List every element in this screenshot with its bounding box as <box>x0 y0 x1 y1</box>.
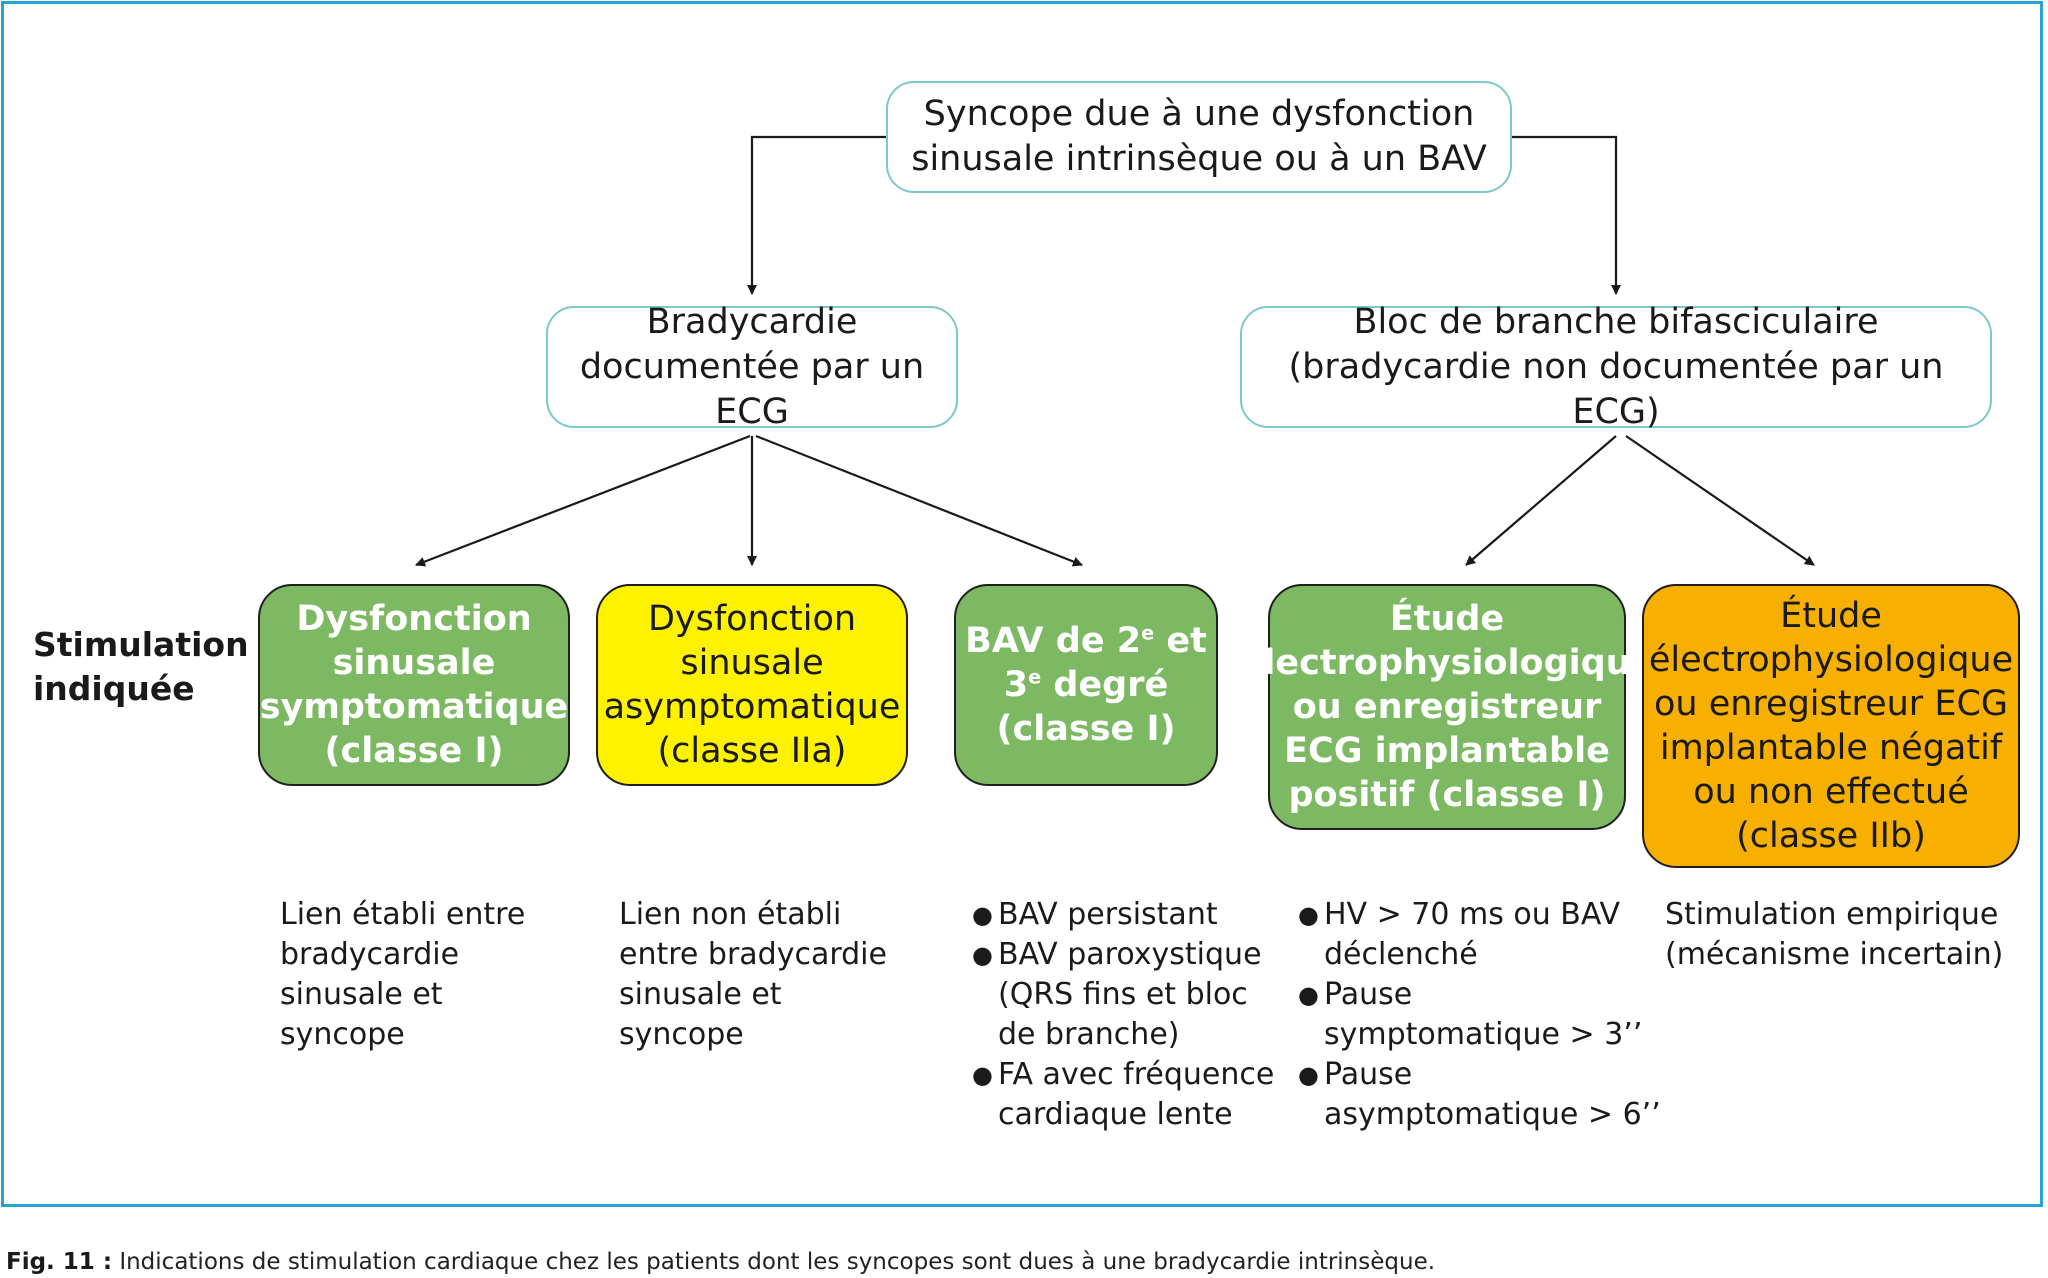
arrow-right-to-leaf4 <box>1465 435 1617 566</box>
leaf5-line-1: Étude <box>1780 596 1882 636</box>
leaf-av-block-2nd-3rd-degree: BAV de 2e et 3e degré (classe I) <box>954 584 1218 786</box>
leaf1-line-2: sinusale <box>332 643 496 683</box>
leaf-ep-study-negative: Étude électrophysiologique ou enregistre… <box>1642 584 2020 868</box>
leaf4-line-3: ou enregistreur <box>1292 687 1602 727</box>
root-line-2: sinusale intrinsèque ou à un BAV <box>911 139 1487 179</box>
note-established-link: Lien établi entre bradycardie sinusale e… <box>280 895 525 1055</box>
figure-frame <box>1 1 2043 1207</box>
row-label: Stimulation indiquée <box>33 623 249 711</box>
bullet-item: BAV paroxystique (QRS fins et bloc de br… <box>972 935 1274 1055</box>
leaf3-line-3: (classe I) <box>996 709 1176 749</box>
leaf3-line-1: BAV de 2e et <box>965 621 1207 661</box>
leaf5-line-4: implantable négatif <box>1659 728 2003 768</box>
root-node: Syncope due à une dysfonction sinusale i… <box>886 81 1512 193</box>
note2-line-1: Lien non établi <box>619 897 842 932</box>
leaf2-line-1: Dysfonction <box>647 599 857 639</box>
leaf4-line-2: électrophysiologique <box>1239 643 1655 683</box>
leaf2-line-4: (classe IIa) <box>657 731 847 771</box>
arrow-root-to-left <box>747 135 886 295</box>
bradycardia-node: Bradycardie documentée par un ECG <box>546 302 958 432</box>
leaf1-line-4: (classe I) <box>324 731 504 771</box>
caption-text: Indications de stimulation cardiaque che… <box>112 1249 1436 1275</box>
caption-label: Fig. 11 : <box>6 1249 113 1275</box>
note2-line-2: entre bradycardie <box>619 937 887 972</box>
note1-line-2: bradycardie <box>280 937 460 972</box>
bundle-branch-line-1: Bloc de branche bifasciculaire <box>1353 301 1879 342</box>
figure-caption: Fig. 11 : Indications de stimulation car… <box>6 1248 1435 1276</box>
leaf4-line-5: positif (classe I) <box>1288 775 1606 815</box>
note2-line-3: sinusale et <box>619 977 782 1012</box>
leaf-symptomatic-sinus-dysfunction: Dysfonction sinusale symptomatique (clas… <box>258 584 570 786</box>
leaf5-line-3: ou enregistreur ECG <box>1653 684 2009 724</box>
leaf5-line-2: électrophysiologique <box>1648 640 2014 680</box>
arrow-right-to-leaf5 <box>1625 435 1815 566</box>
bullet-item: FA avec fréquence cardiaque lente <box>972 1055 1274 1135</box>
note1-line-1: Lien établi entre <box>280 897 526 932</box>
leaf4-line-1: Étude <box>1389 599 1505 639</box>
bundle-branch-line-2: (bradycardie non documentée par un ECG) <box>1288 346 1944 432</box>
leaf5-line-5: ou non effectué <box>1693 772 1969 812</box>
leaf-ep-study-positive: Étude électrophysiologique ou enregistre… <box>1240 584 1654 830</box>
bradycardia-line-2: documentée par un ECG <box>579 346 925 432</box>
leaf5-line-6: (classe IIb) <box>1736 816 1926 856</box>
bundle-branch-block-node: Bloc de branche bifasciculaire (bradycar… <box>1240 302 1992 432</box>
bullet-item: Pause asymptomatique > 6’’ <box>1298 1055 1661 1135</box>
root-line-1: Syncope due à une dysfonction <box>923 94 1475 134</box>
leaf-asymptomatic-sinus-dysfunction: Dysfonction sinusale asymptomatique (cla… <box>596 584 908 786</box>
note5-line-2: (mécanisme incertain) <box>1665 937 2004 972</box>
leaf1-line-1: Dysfonction <box>296 599 532 639</box>
note-ep-study-list: HV > 70 ms ou BAV déclenché Pause sympto… <box>1298 895 1661 1135</box>
bullet-item: BAV persistant <box>972 895 1274 935</box>
note2-line-4: syncope <box>619 1017 744 1052</box>
arrow-root-to-right <box>1512 135 1621 295</box>
note-unestablished-link: Lien non établi entre bradycardie sinusa… <box>619 895 887 1055</box>
note-av-block-list: BAV persistant BAV paroxystique (QRS fin… <box>972 895 1274 1135</box>
bullet-item: HV > 70 ms ou BAV déclenché <box>1298 895 1661 975</box>
note1-line-4: syncope <box>280 1017 405 1052</box>
leaf4-line-4: ECG implantable <box>1284 731 1610 771</box>
arrow-left-to-leaf3 <box>755 434 1083 567</box>
leaf3-line-2: 3e degré <box>1003 665 1169 705</box>
bullet-item: Pause symptomatique > 3’’ <box>1298 975 1661 1055</box>
bradycardia-line-1: Bradycardie <box>646 301 858 342</box>
leaf1-line-3: symptomatique <box>259 687 569 727</box>
note-empirical-stimulation: Stimulation empirique (mécanisme incerta… <box>1665 895 2003 975</box>
row-label-line-2: indiquée <box>33 669 195 708</box>
leaf2-line-3: asymptomatique <box>603 687 901 727</box>
arrow-left-to-leaf1 <box>415 434 751 567</box>
note5-line-1: Stimulation empirique <box>1665 897 1999 932</box>
row-label-line-1: Stimulation <box>33 625 249 664</box>
note1-line-3: sinusale et <box>280 977 443 1012</box>
leaf2-line-2: sinusale <box>680 643 824 683</box>
